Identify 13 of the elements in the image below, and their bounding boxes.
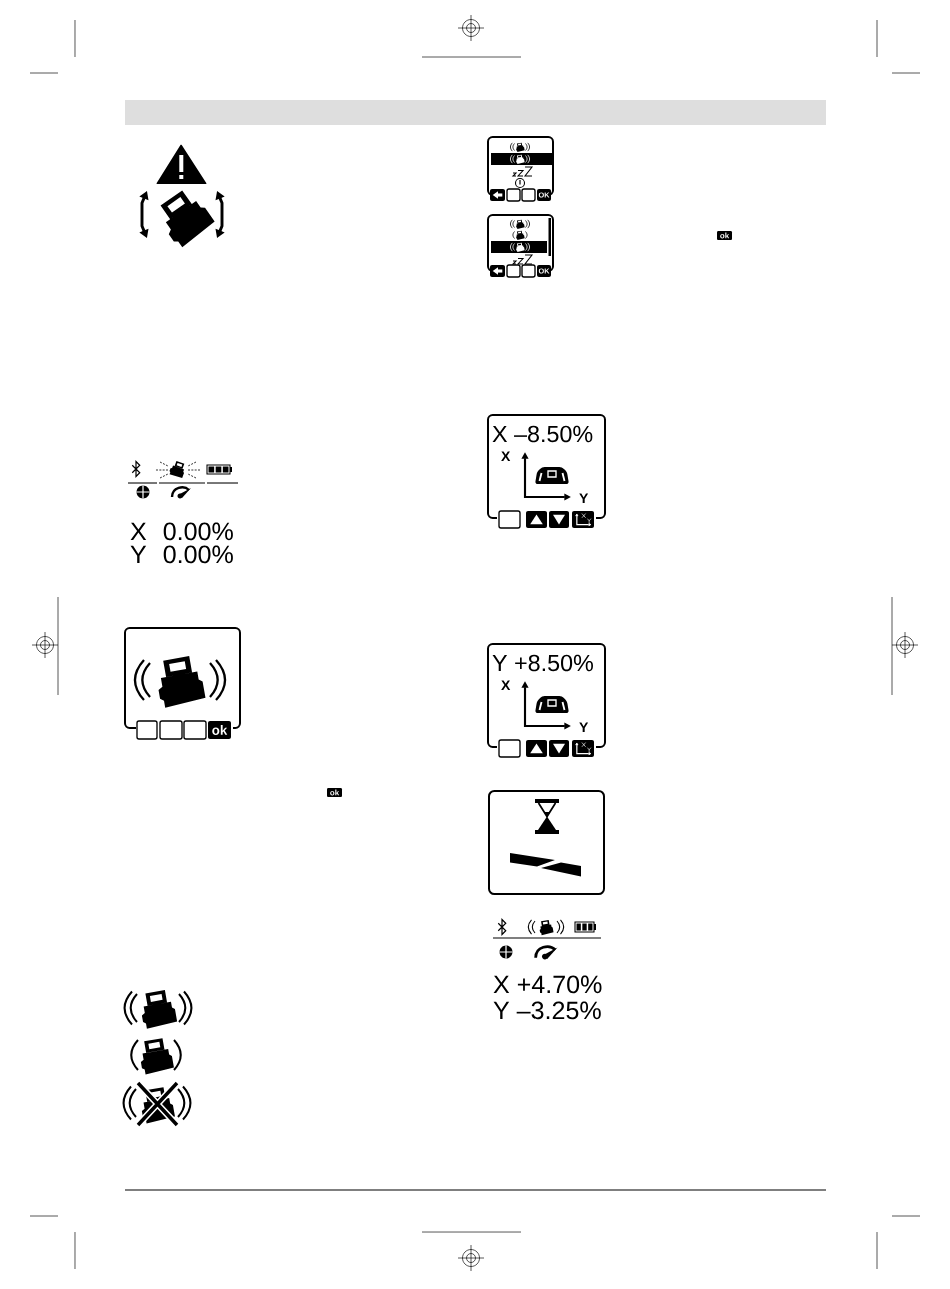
axis-label: Y xyxy=(579,722,589,732)
axis-label: Y xyxy=(579,493,589,503)
axis-label: X xyxy=(501,451,511,461)
readout-text: Y 0.00% xyxy=(130,545,233,564)
ok-key: ok xyxy=(717,231,732,240)
axis-label: X xyxy=(501,680,511,690)
readout-text: Y –3.25% xyxy=(493,1001,601,1020)
readout-text: X 0.00% xyxy=(130,522,233,541)
readout-text: X +4.70% xyxy=(493,975,602,994)
readout-text: Y +8.50% xyxy=(492,654,593,672)
readout-text: X –8.50% xyxy=(492,425,593,443)
ok-button: ok xyxy=(208,721,231,739)
ok-key: ok xyxy=(327,788,342,797)
